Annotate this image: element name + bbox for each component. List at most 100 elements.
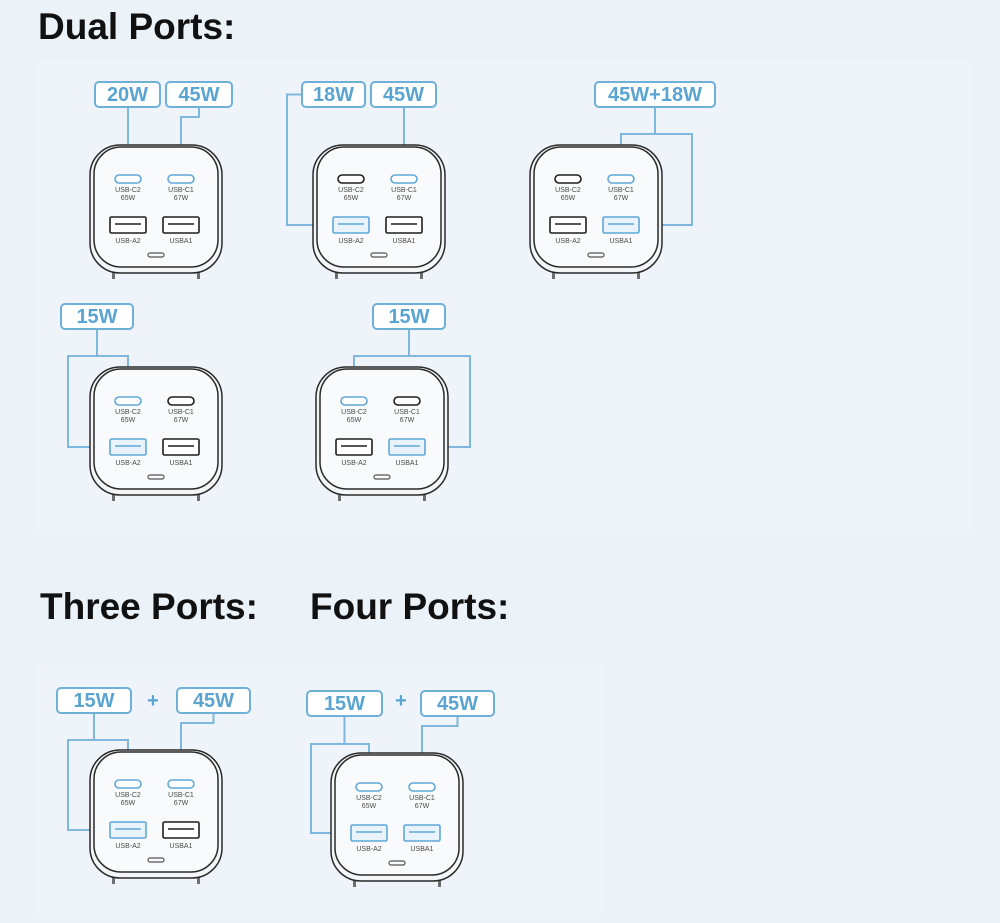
wattage-badge	[176, 687, 251, 714]
port-rating-c2: 65W	[561, 195, 576, 202]
usb-c2-port	[114, 396, 142, 406]
port-rating-c2: 65W	[344, 195, 359, 202]
port-name-c1: USB-C1	[168, 409, 194, 416]
port-rating-c2: 65W	[121, 417, 136, 424]
wattage-label: 45W	[437, 693, 478, 715]
port-name-c1: USB-C1	[608, 187, 634, 194]
usb-a1-port	[403, 824, 441, 842]
usb-c2-port	[114, 779, 142, 789]
usb-c2-port	[340, 396, 368, 406]
wattage-label: 20W	[107, 84, 148, 106]
port-name-a2: USB-A2	[115, 843, 140, 850]
plus-sign: +	[395, 690, 407, 712]
wattage-label: 15W	[324, 693, 365, 715]
led-indicator	[388, 860, 406, 866]
port-name-c2: USB-C2	[555, 187, 581, 194]
led-indicator	[587, 252, 605, 258]
usb-a2-port	[332, 216, 370, 234]
port-name-a2: USB-A2	[341, 460, 366, 467]
port-rating-c1: 67W	[415, 803, 430, 810]
usb-a1-port	[602, 216, 640, 234]
wattage-label: 18W	[313, 84, 354, 106]
port-rating-c2: 65W	[347, 417, 362, 424]
usb-c1-port	[607, 174, 635, 184]
port-rating-c1: 67W	[174, 195, 189, 202]
usb-a1-port	[388, 438, 426, 456]
wattage-badge	[165, 81, 233, 108]
led-indicator	[147, 857, 165, 863]
port-name-a1: USBA1	[610, 238, 633, 245]
wattage-label: 45W	[193, 690, 234, 712]
port-name-a1: USBA1	[170, 238, 193, 245]
usb-a2-port	[549, 216, 587, 234]
led-indicator	[147, 474, 165, 480]
port-name-c2: USB-C2	[338, 187, 364, 194]
port-name-a2: USB-A2	[555, 238, 580, 245]
port-name-c1: USB-C1	[391, 187, 417, 194]
led-indicator	[370, 252, 388, 258]
port-name-c2: USB-C2	[356, 795, 382, 802]
wattage-label: 45W	[383, 84, 424, 106]
three-ports-heading: Three Ports:	[40, 586, 258, 627]
wattage-badge	[301, 81, 366, 108]
port-rating-c1: 67W	[174, 800, 189, 807]
port-name-a2: USB-A2	[115, 238, 140, 245]
wattage-label: 45W	[178, 84, 219, 106]
wattage-badge	[56, 687, 132, 714]
usb-a2-port	[335, 438, 373, 456]
port-name-a2: USB-A2	[338, 238, 363, 245]
port-rating-c1: 67W	[174, 417, 189, 424]
port-name-a1: USBA1	[396, 460, 419, 467]
port-name-c2: USB-C2	[341, 409, 367, 416]
usb-c1-port	[167, 779, 195, 789]
port-rating-c1: 67W	[400, 417, 415, 424]
wattage-badge	[420, 690, 495, 717]
wattage-badge	[94, 81, 161, 108]
plus-sign: +	[147, 690, 159, 712]
usb-a2-port	[109, 216, 147, 234]
port-name-a1: USBA1	[411, 846, 434, 853]
port-rating-c1: 67W	[397, 195, 412, 202]
usb-a1-port	[385, 216, 423, 234]
led-indicator	[373, 474, 391, 480]
usb-a1-port	[162, 821, 200, 839]
wattage-label: 15W	[76, 306, 117, 328]
usb-c1-port	[408, 782, 436, 792]
port-name-c2: USB-C2	[115, 409, 141, 416]
port-name-a1: USBA1	[170, 460, 193, 467]
usb-c2-port	[355, 782, 383, 792]
dual-ports-heading: Dual Ports:	[38, 6, 236, 47]
connector-line	[286, 93, 333, 226]
port-rating-c2: 65W	[121, 195, 136, 202]
wattage-badge	[370, 81, 437, 108]
four-ports-heading: Four Ports:	[310, 586, 510, 627]
wattage-badge	[594, 81, 716, 108]
usb-a1-port	[162, 216, 200, 234]
port-name-a2: USB-A2	[115, 460, 140, 467]
usb-a2-port	[109, 821, 147, 839]
usb-c2-port	[337, 174, 365, 184]
led-indicator	[147, 252, 165, 258]
usb-c1-port	[390, 174, 418, 184]
usb-c1-port	[167, 174, 195, 184]
port-name-c1: USB-C1	[409, 795, 435, 802]
port-name-a1: USBA1	[170, 843, 193, 850]
port-rating-c1: 67W	[614, 195, 629, 202]
usb-a2-port	[109, 438, 147, 456]
usb-a2-port	[350, 824, 388, 842]
wattage-label: 45W+18W	[608, 84, 702, 106]
port-name-a2: USB-A2	[356, 846, 381, 853]
usb-a1-port	[162, 438, 200, 456]
port-name-c1: USB-C1	[168, 187, 194, 194]
wattage-label: 15W	[73, 690, 114, 712]
usb-c2-port	[554, 174, 582, 184]
usb-c1-port	[393, 396, 421, 406]
